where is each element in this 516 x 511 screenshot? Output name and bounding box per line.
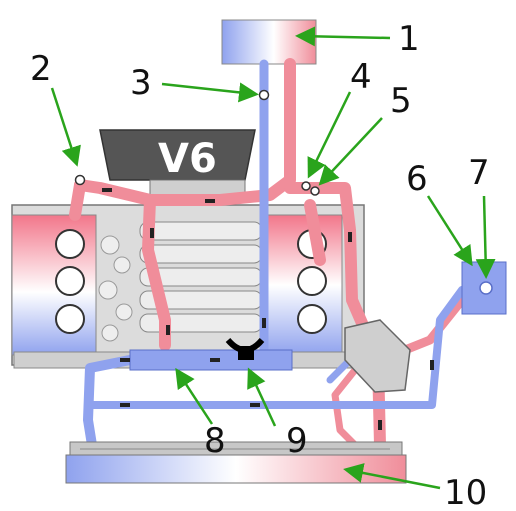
callout-arrows [50, 26, 496, 490]
callout-label-6: 6 [406, 159, 428, 199]
callout-label-5: 5 [390, 81, 412, 121]
manifold-detail [98, 235, 133, 342]
callout-arrow-7 [475, 195, 496, 279]
flow-direction-marks [102, 188, 434, 430]
callout-label-2: 2 [30, 49, 52, 89]
auxiliary-cooler [344, 319, 411, 393]
callout-label-1: 1 [398, 19, 420, 59]
callout-arrow-8 [175, 367, 214, 425]
callout-arrow-5 [318, 117, 383, 186]
engine-block [11, 204, 365, 369]
callout-label-7: 7 [468, 153, 490, 193]
callout-arrow-9 [247, 367, 277, 427]
radiator [65, 441, 407, 484]
callout-arrow-6 [426, 195, 473, 267]
callout-arrow-4 [307, 91, 352, 179]
pump-housing [238, 346, 254, 360]
fitting-5 [310, 186, 320, 196]
callout-arrow-3 [161, 82, 259, 103]
callout-arrow-2 [50, 87, 81, 167]
callout-label-10: 10 [444, 473, 487, 511]
engine-badge: V6 [158, 136, 217, 182]
left-cylinder-ports [55, 229, 85, 334]
fitting-4 [301, 181, 311, 191]
expansion-tank [221, 19, 317, 65]
callout-label-4: 4 [350, 57, 372, 97]
callout-label-8: 8 [204, 421, 226, 461]
callout-labels: 1 2 3 4 5 6 7 8 9 10 [30, 19, 490, 511]
callout-label-3: 3 [130, 63, 152, 103]
temp-sensor-3 [258, 89, 270, 101]
callout-arrow-10 [343, 463, 441, 490]
callout-arrow-1 [295, 26, 391, 47]
engine-cover: V6 [99, 129, 256, 197]
heater-valve [479, 281, 493, 295]
callout-label-9: 9 [286, 421, 308, 461]
temp-sensor-2 [74, 174, 86, 186]
